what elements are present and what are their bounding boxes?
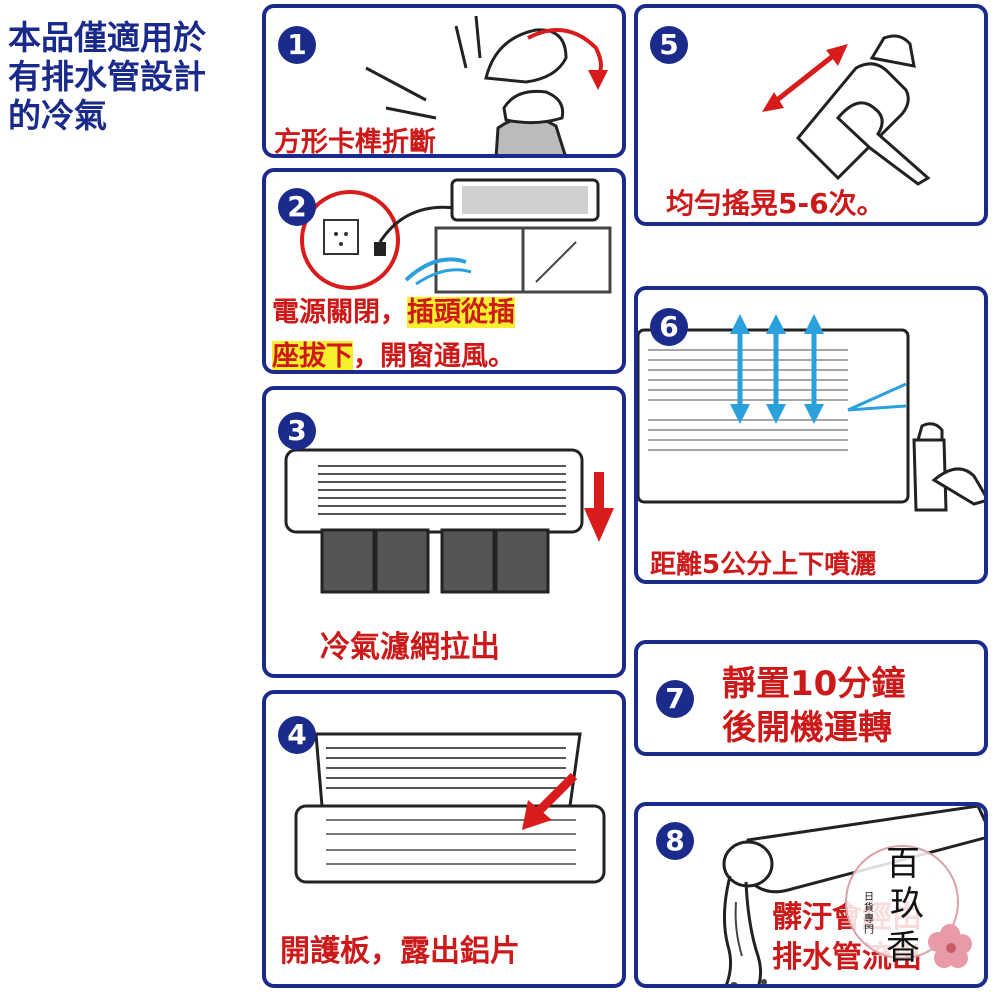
step-2-caption-line1: 電源關閉，插頭從插: [272, 290, 515, 329]
step-number: 6: [650, 308, 688, 346]
step-number: 7: [656, 680, 694, 718]
step-8-illustration: [722, 806, 984, 984]
step-number: 4: [278, 716, 316, 754]
stamp-char-2: 玖: [890, 884, 924, 924]
step-6-illustration: [638, 314, 984, 512]
step-number: 8: [656, 822, 694, 860]
step-number: 3: [278, 412, 316, 450]
brand-stamp: 百 玖 香 日貨專門: [842, 830, 972, 980]
step-1-illustration: [365, 15, 608, 154]
step-3-caption: 冷氣濾網拉出: [320, 630, 500, 665]
stamp-graphic: [845, 845, 972, 968]
step-4-illustration: [294, 732, 606, 884]
highlighted-text: 座拔下: [272, 341, 353, 372]
step-1-caption: 方形卡榫折斷: [274, 127, 436, 158]
step-1-panel: 1 方形卡榫折斷: [262, 4, 626, 158]
step-3-panel: 3 冷氣濾網拉出: [262, 386, 626, 678]
step-3-illustration: [284, 448, 614, 594]
caption-text: ，開窗通風。: [353, 341, 515, 372]
step-7-line1: 靜置10分鐘: [722, 664, 906, 704]
step-7-line2: 後開機運轉: [722, 708, 892, 748]
step-2-caption-line2: 座拔下，開窗通風。: [272, 334, 515, 372]
step-4-panel: 4 開護板，露出鋁片: [262, 690, 626, 988]
step-5-illustration: [762, 34, 931, 186]
stamp-char-1: 百: [886, 844, 920, 884]
step-6-panel: 6 距離5公分上下噴灑: [634, 286, 988, 584]
highlighted-text: 插頭從插: [407, 297, 515, 328]
step-6-caption: 距離5公分上下噴灑: [650, 550, 877, 580]
caption-text: 電源關閉，: [272, 297, 407, 328]
intro-text: 本品僅適用於 有排水管設計 的冷氣: [8, 18, 206, 135]
step-number: 1: [278, 26, 316, 64]
step-number: 2: [278, 188, 316, 226]
step-2-illustration: [300, 178, 612, 294]
stamp-char-3: 香: [886, 928, 920, 968]
step-7-panel: 7 靜置10分鐘 後開機運轉: [634, 640, 988, 756]
stamp-sub-text: 日貨專門: [864, 892, 874, 936]
step-number: 5: [650, 26, 688, 64]
step-5-panel: 5 均勻搖晃5-6次。: [634, 4, 988, 226]
step-5-caption: 均勻搖晃5-6次。: [666, 187, 885, 220]
step-4-caption: 開護板，露出鋁片: [280, 934, 520, 969]
step-2-panel: 2 電源關閉，插頭從插 座拔下，開窗通風。: [262, 168, 626, 374]
